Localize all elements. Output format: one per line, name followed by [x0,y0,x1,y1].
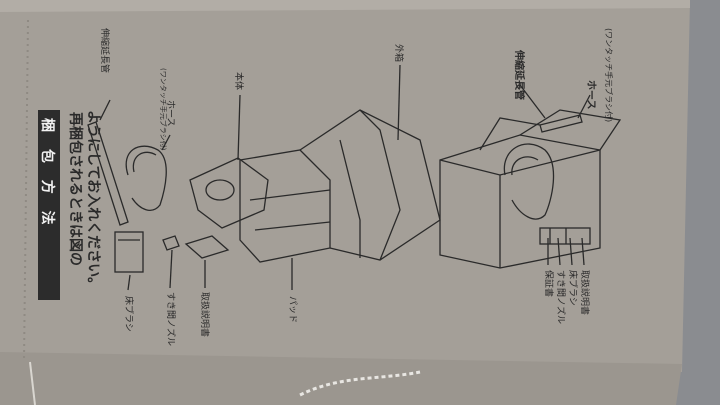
right-diagram [439,84,622,269]
label-crevice-nozzle-left: すき間ノズル [165,292,175,347]
cardboard-panel [0,0,690,372]
label-hose-right: ホース [585,80,596,110]
title-bar [38,110,60,300]
floor-brush-left [114,231,144,273]
label-floor-brush-left: 床ブラシ [123,296,133,332]
label-manual-right: 取扱説明書 [579,270,589,316]
label-extension-pipe-left: 伸縮延長管 [99,28,109,74]
label-pad-left: パッド [287,296,297,324]
extension-pipe-right [539,114,583,133]
label-manual-left: 取扱説明書 [199,292,209,338]
accessories-right [539,227,591,245]
instructions-line2: ようにしてお入れください。 [85,110,101,292]
manual-left [184,235,230,259]
label-hose-note-right: (ワンタッチ手元ブラシ付) [604,28,613,123]
label-main-body-left: 本体 [233,72,243,91]
torn-edge [299,370,421,397]
crevice-nozzle-left [162,235,180,251]
hose-left [125,145,167,211]
label-extension-pipe-right: 伸縮延長管 [513,50,524,100]
instructions-line1: 再梱包されるときは図の [67,112,83,266]
hose-right [503,143,555,220]
instructions-heading: 梱 包 方 法 [39,118,55,231]
label-outer-box-left: 外箱 [393,44,403,63]
pad-left [249,189,331,231]
cardboard-flap [0,352,682,405]
left-diagram [87,64,441,291]
label-hose-note-left: (ワンタッチ手元ブラシ付) [159,68,167,151]
outer-box-left [299,109,441,261]
extension-pipe-left [87,121,129,226]
